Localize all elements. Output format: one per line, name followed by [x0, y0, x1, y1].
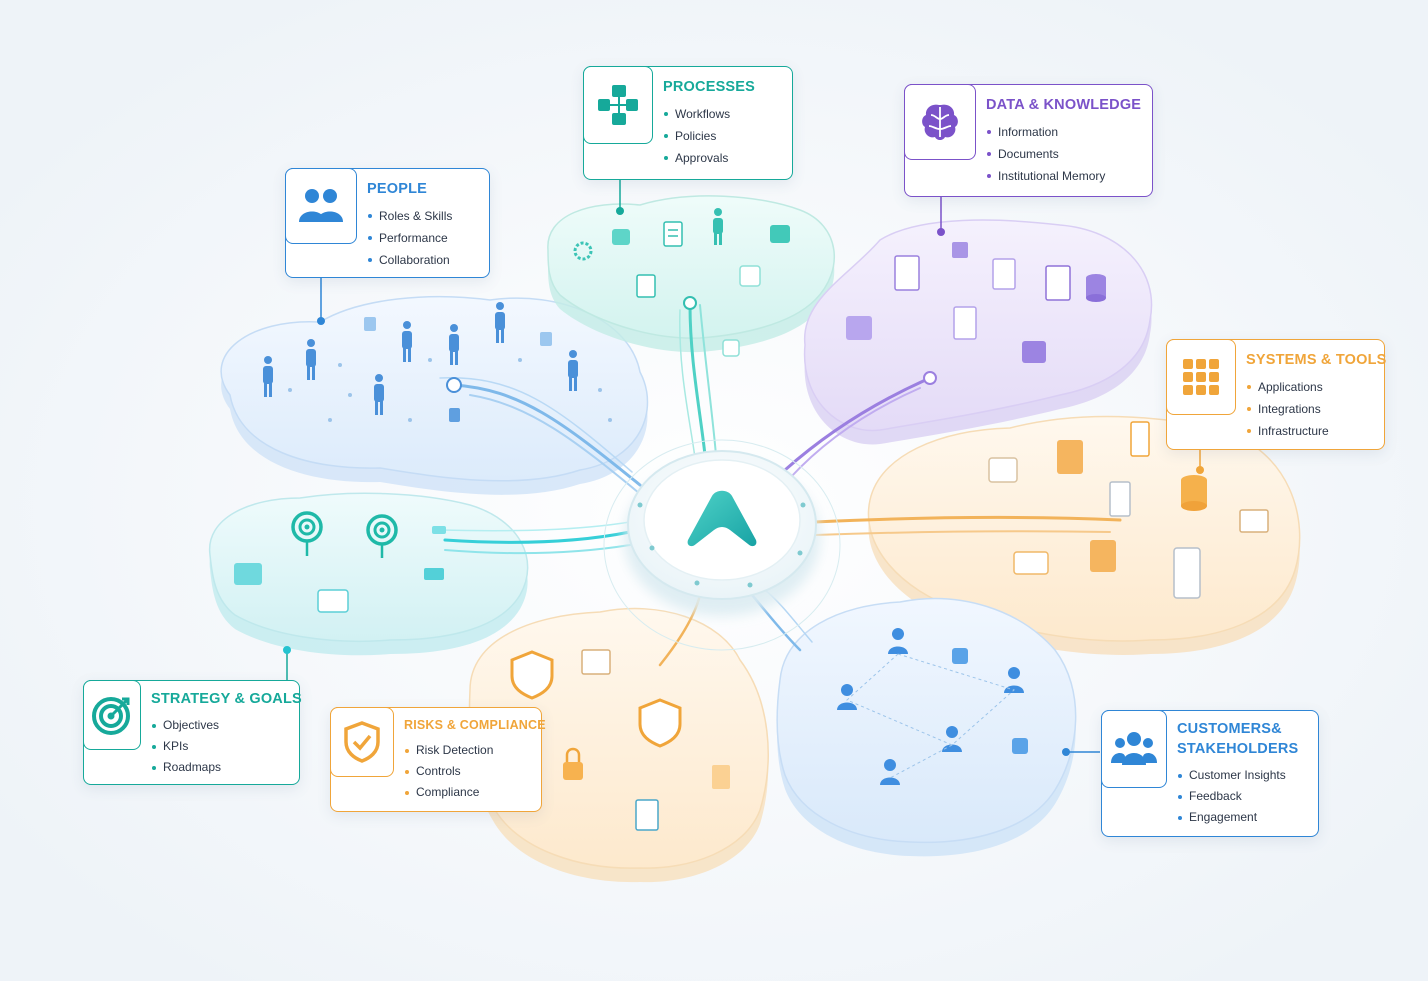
person-icon	[449, 324, 459, 365]
customers-platform	[776, 597, 1077, 857]
people-list: Roles & Skills Performance Collaboration	[367, 205, 452, 271]
flowchart-icon	[598, 85, 638, 125]
group-icon	[1111, 732, 1157, 765]
people-network	[288, 358, 612, 422]
strategy-goals-title: STRATEGY & GOALS	[151, 691, 302, 707]
processes-card[interactable]: PROCESSES Workflows Policies Approvals	[583, 66, 793, 180]
person-icon	[402, 321, 412, 362]
systems-tools-list: Applications Integrations Infrastructure	[1246, 376, 1387, 442]
customers-stakeholders-list: Customer Insights Feedback Engagement	[1177, 765, 1298, 828]
risks-compliance-card[interactable]: RISKS & COMPLIANCE Risk Detection Contro…	[330, 707, 546, 812]
person-icon	[495, 302, 505, 343]
person-icon	[837, 684, 857, 710]
list-item: Institutional Memory	[986, 165, 1141, 187]
risks-compliance-list: Risk Detection Controls Compliance	[404, 740, 546, 803]
people-icon-box	[285, 168, 357, 244]
customers-stakeholders-icon-box	[1101, 710, 1167, 788]
person-icon	[1004, 667, 1024, 693]
card-connectors	[283, 180, 1204, 756]
title-line-1: CUSTOMERS&	[1177, 721, 1282, 737]
list-item: Feedback	[1177, 786, 1298, 807]
strategy-goals-icon-box	[83, 680, 141, 750]
systems-tools-title: SYSTEMS & TOOLS	[1246, 352, 1387, 368]
people-platform	[220, 295, 649, 495]
list-item: Risk Detection	[404, 740, 546, 761]
list-item: Objectives	[151, 715, 302, 736]
systems-details	[988, 421, 1269, 599]
connection-streams	[439, 303, 1122, 667]
list-item: Infrastructure	[1246, 420, 1387, 442]
brain-icon	[922, 104, 958, 140]
strategy-goals-card[interactable]: STRATEGY & GOALS Objectives KPIs Roadmap…	[83, 680, 302, 785]
list-item: Applications	[1246, 376, 1387, 398]
list-item: Performance	[367, 227, 452, 249]
person-icon	[888, 628, 908, 654]
app-grid-icon	[1183, 359, 1219, 395]
risks-compliance-icon-box	[330, 707, 394, 777]
data-details	[846, 242, 1106, 385]
title-line-2: STAKEHOLDERS	[1177, 741, 1299, 757]
list-item: Workflows	[663, 103, 755, 125]
strategy-details	[234, 511, 446, 613]
processes-details	[573, 208, 790, 357]
data-knowledge-list: Information Documents Institutional Memo…	[986, 121, 1141, 187]
data-knowledge-title: DATA & KNOWLEDGE	[986, 97, 1142, 113]
customers-stakeholders-title: CUSTOMERS& STAKEHOLDERS	[1177, 721, 1298, 757]
systems-tools-icon-box	[1166, 339, 1236, 415]
person-icon	[374, 374, 384, 415]
list-item: Compliance	[404, 782, 546, 803]
person-icon	[942, 726, 962, 752]
risks-details	[510, 649, 730, 831]
list-item: Collaboration	[367, 249, 452, 271]
person-icon	[568, 350, 578, 391]
risks-compliance-title: RISKS & COMPLIANCE	[404, 718, 546, 732]
list-item: Approvals	[663, 147, 755, 169]
list-item: Engagement	[1177, 807, 1298, 828]
processes-icon-box	[583, 66, 653, 144]
list-item: Documents	[986, 143, 1141, 165]
people-figures	[263, 302, 578, 422]
people-card[interactable]: PEOPLE Roles & Skills Performance Collab…	[285, 168, 490, 278]
shield-check-icon	[344, 721, 380, 763]
list-item: Policies	[663, 125, 755, 147]
people-icon	[299, 189, 343, 222]
data-knowledge-icon-box	[904, 84, 976, 160]
customers-details	[837, 628, 1028, 785]
data-knowledge-card[interactable]: DATA & KNOWLEDGE Information Documents I…	[904, 84, 1153, 197]
systems-tools-card[interactable]: SYSTEMS & TOOLS Applications Integration…	[1166, 339, 1387, 450]
person-icon	[263, 356, 273, 397]
people-title: PEOPLE	[367, 181, 428, 197]
list-item: Integrations	[1246, 398, 1387, 420]
list-item: Roadmaps	[151, 757, 302, 778]
central-hub[interactable]	[603, 439, 841, 651]
person-icon	[880, 759, 900, 785]
customers-stakeholders-card[interactable]: CUSTOMERS& STAKEHOLDERS Customer Insight…	[1101, 710, 1319, 837]
target-icon	[92, 697, 130, 735]
a-shape-logo-icon	[687, 490, 757, 547]
processes-list: Workflows Policies Approvals	[663, 103, 755, 169]
list-item: Controls	[404, 761, 546, 782]
processes-title: PROCESSES	[663, 79, 756, 95]
list-item: KPIs	[151, 736, 302, 757]
list-item: Customer Insights	[1177, 765, 1298, 786]
person-icon	[306, 339, 316, 380]
customers-network	[846, 653, 1015, 779]
list-item: Information	[986, 121, 1141, 143]
strategy-goals-list: Objectives KPIs Roadmaps	[151, 715, 302, 778]
list-item: Roles & Skills	[367, 205, 452, 227]
